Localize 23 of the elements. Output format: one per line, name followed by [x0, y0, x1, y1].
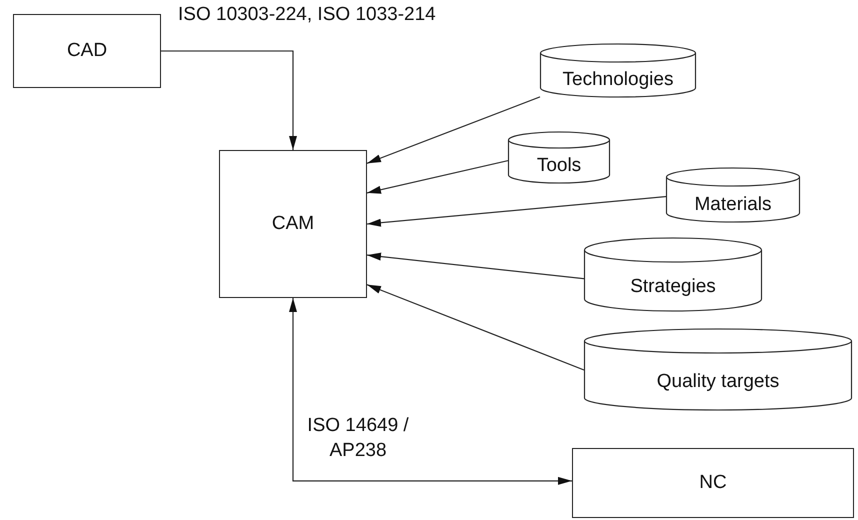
arrow: [366, 160, 508, 194]
arrow: [161, 50, 297, 150]
node-label: NC: [699, 472, 727, 494]
arrow: [366, 96, 540, 164]
process-box: [219, 150, 367, 298]
arrow: [289, 298, 572, 485]
arrow: [366, 196, 666, 227]
process-box: [13, 14, 161, 88]
process-box: [572, 448, 854, 518]
database-cylinder: [584, 329, 852, 411]
arrow: [366, 284, 584, 371]
node-label: Strategies: [630, 276, 716, 298]
node-label: Technologies: [562, 69, 674, 91]
node-label: CAM: [272, 213, 314, 235]
database-cylinder: [666, 168, 800, 223]
database-cylinder: [584, 238, 762, 312]
node-label: CAD: [66, 40, 108, 62]
node-label: Materials: [694, 194, 772, 216]
node-label: Quality targets: [656, 371, 780, 393]
database-cylinder: [508, 132, 610, 184]
node-label: Tools: [536, 155, 582, 177]
arrow: [366, 252, 584, 280]
database-cylinder: [540, 44, 696, 98]
